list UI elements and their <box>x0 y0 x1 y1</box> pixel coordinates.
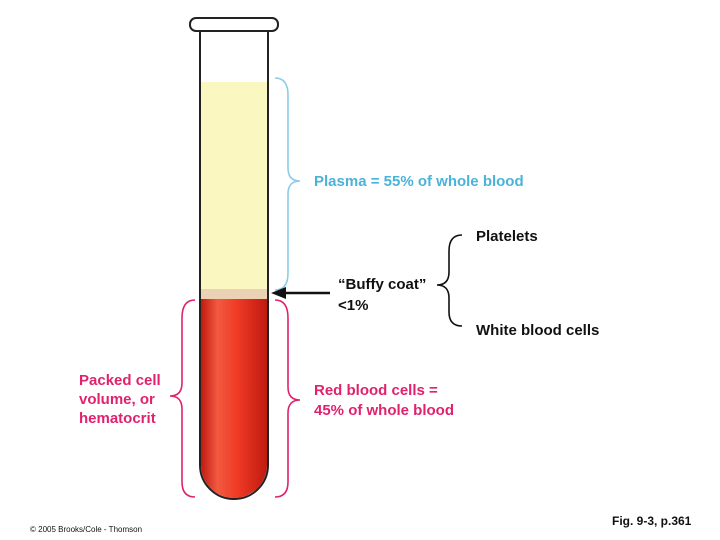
red-blood-cells-label-line2: 45% of whole blood <box>314 402 455 419</box>
test-tube-rim <box>189 17 279 32</box>
test-tube-outline <box>199 30 269 500</box>
platelets-label: Platelets <box>476 228 538 245</box>
red-cells-brace <box>274 299 301 498</box>
packed-cell-label-line1: Packed cell <box>79 372 161 389</box>
plasma-brace <box>274 77 301 291</box>
buffy-coat-arrowhead <box>271 287 286 299</box>
buffy-coat-label-line1: “Buffy coat” <box>338 276 427 293</box>
figure-reference: Fig. 9-3, p.361 <box>612 514 692 528</box>
buffy-coat-label-line2: <1% <box>338 297 369 314</box>
buffy-coat-layer <box>201 289 267 299</box>
red-cells-layer <box>201 299 267 498</box>
copyright-text: © 2005 Brooks/Cole - Thomson <box>30 525 143 534</box>
packed-cell-brace <box>169 299 196 498</box>
red-blood-cells-label-line1: Red blood cells = <box>314 382 438 399</box>
packed-cell-label-line3: hematocrit <box>79 410 156 427</box>
packed-cell-label-line2: volume, or <box>79 391 155 408</box>
buffy-coat-brace <box>436 234 463 327</box>
plasma-layer <box>201 82 267 290</box>
plasma-label: Plasma = 55% of whole blood <box>314 173 524 190</box>
white-blood-cells-label: White blood cells <box>476 322 600 339</box>
